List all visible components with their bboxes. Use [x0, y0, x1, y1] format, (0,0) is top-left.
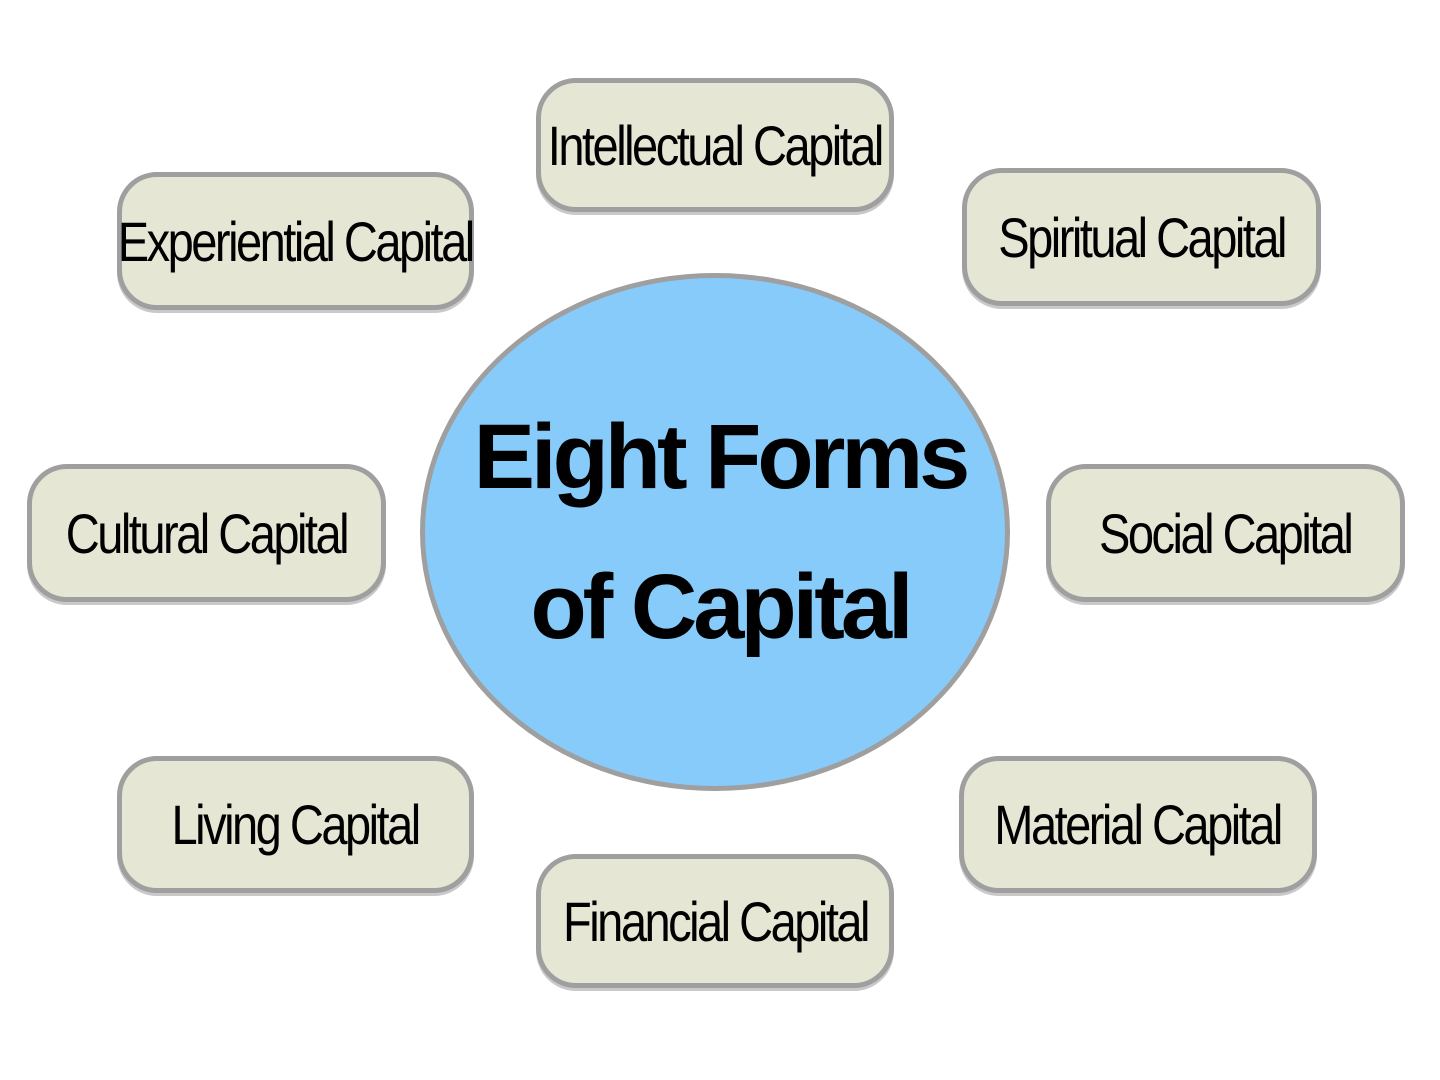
node-intellectual-capital: Intellectual Capital	[536, 78, 894, 212]
center-ellipse: Eight Forms of Capital	[420, 273, 1010, 791]
node-label: Cultural Capital	[66, 501, 347, 566]
node-label: Material Capital	[995, 792, 1281, 857]
center-title: Eight Forms of Capital	[464, 382, 967, 682]
node-social-capital: Social Capital	[1046, 464, 1405, 602]
node-experiential-capital: Experiential Capital	[117, 172, 474, 310]
node-spiritual-capital: Spiritual Capital	[962, 168, 1321, 306]
node-financial-capital: Financial Capital	[536, 854, 894, 988]
node-label: Financial Capital	[563, 889, 868, 954]
center-title-line-2: of Capital	[530, 556, 909, 658]
node-label: Intellectual Capital	[548, 113, 882, 178]
node-label: Experiential Capital	[118, 209, 473, 274]
node-label: Living Capital	[172, 792, 419, 857]
center-title-line-1: Eight Forms	[474, 406, 967, 508]
node-material-capital: Material Capital	[959, 756, 1317, 893]
node-cultural-capital: Cultural Capital	[27, 464, 386, 602]
node-living-capital: Living Capital	[117, 756, 474, 893]
node-label: Spiritual Capital	[998, 205, 1285, 270]
node-label: Social Capital	[1099, 501, 1351, 566]
